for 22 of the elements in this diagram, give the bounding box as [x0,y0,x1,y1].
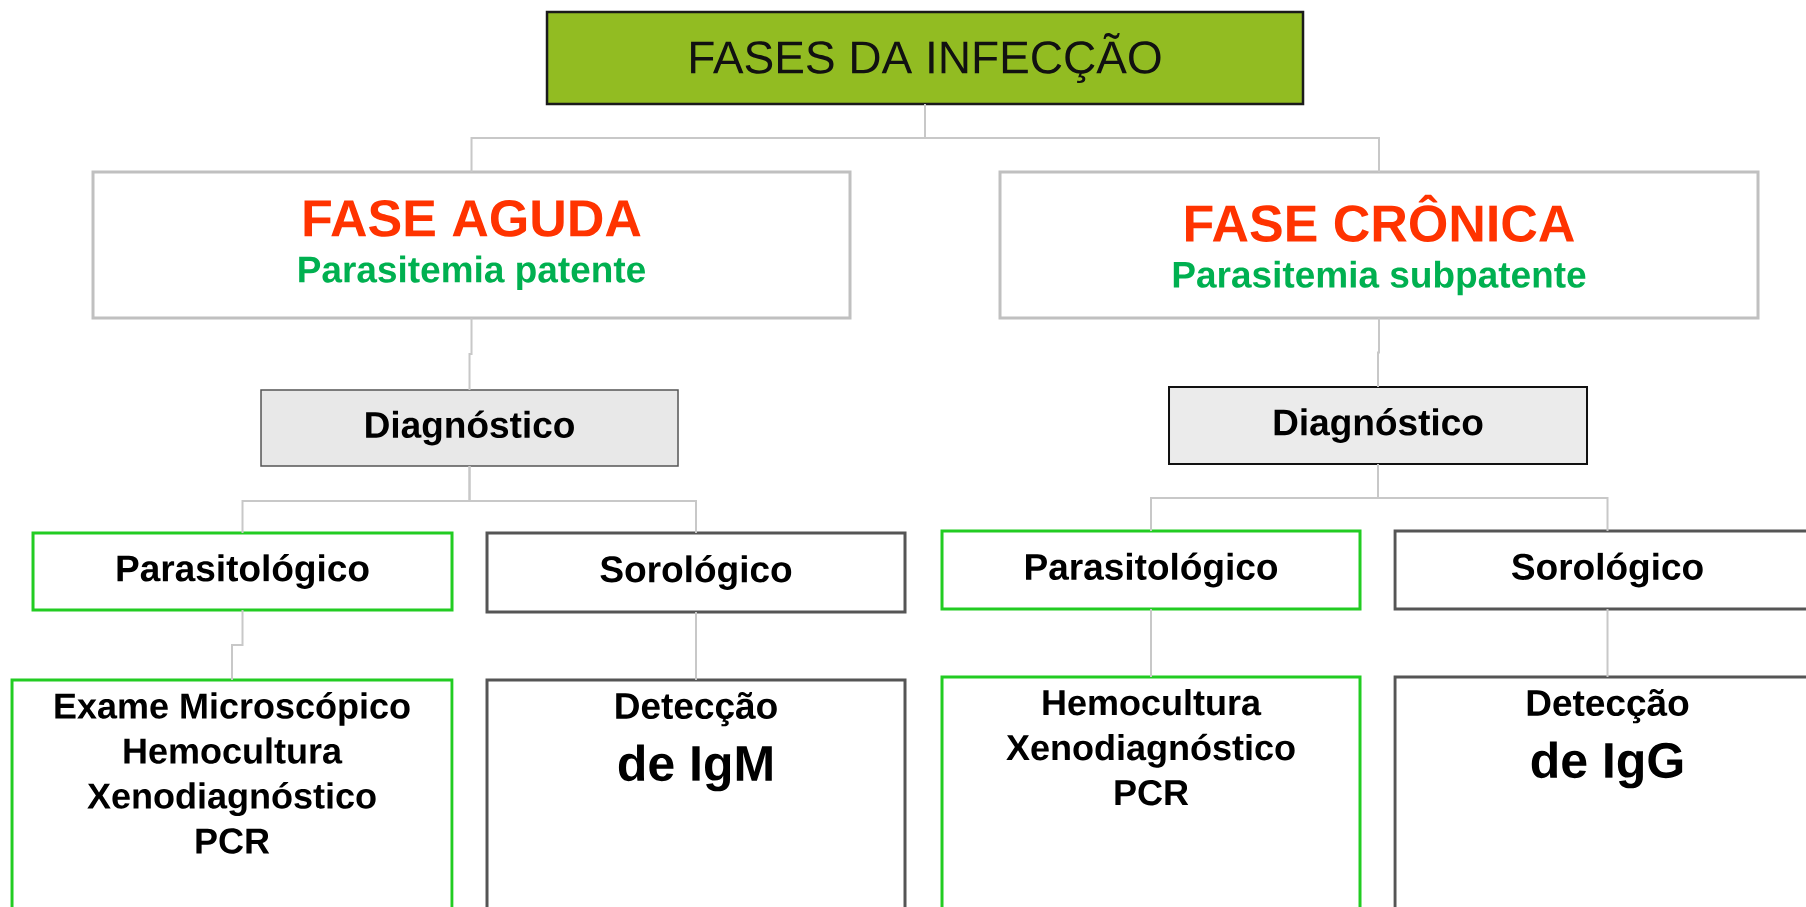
test-box: Exame Microscópico Hemocultura Xenodiagnóstico PCR [10,678,454,907]
connector-line [231,609,244,681]
method-box: Parasitológico [940,529,1362,611]
diagnosis-box: Diagnóstico [260,389,679,467]
heading-box: FASES DA INFECÇÃO [545,10,1305,106]
connector-line [468,465,697,534]
connector-line [1377,463,1609,532]
method-box: Parasitológico [31,531,454,612]
method-box: Sorológico [485,531,907,614]
connector-line [1606,608,1609,678]
connector-line [695,611,697,681]
test-box: Detecção de IgG [1393,675,1806,907]
phase-box: FASE CRÔNICA Parasitemia subpatente [998,170,1760,320]
test-box: Hemocultura Xenodiagnóstico PCR [940,675,1362,907]
connector-line [1377,317,1380,388]
phase-box: FASE AGUDA Parasitemia patente [91,170,852,320]
diagnosis-box: Diagnóstico [1168,386,1588,465]
connector-line [1150,608,1152,678]
connector-line [468,317,473,391]
connector-line [924,103,1380,173]
test-box: Detecção de IgM [485,678,907,907]
method-box: Sorológico [1393,529,1806,611]
